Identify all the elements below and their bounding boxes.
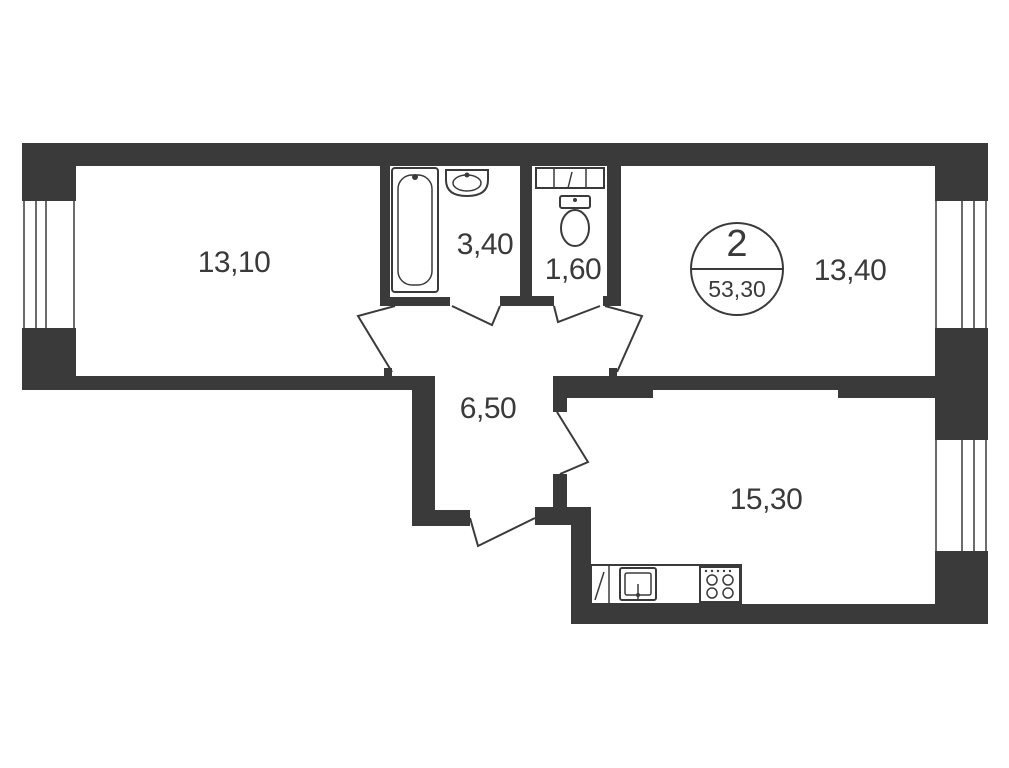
exterior-walls bbox=[22, 143, 988, 624]
door-swings bbox=[356, 305, 644, 548]
window-right-bottom bbox=[935, 440, 987, 551]
window-right-top bbox=[935, 201, 987, 328]
sink-icon bbox=[445, 169, 489, 198]
apartment-badge: 2 53,30 bbox=[690, 222, 784, 316]
kitchen-counter bbox=[590, 564, 742, 605]
bathroom-area: 3,40 bbox=[457, 228, 513, 261]
interior-walls bbox=[380, 166, 935, 514]
bathtub-icon bbox=[391, 167, 439, 293]
total-area: 53,30 bbox=[708, 276, 766, 302]
stove-icon bbox=[704, 569, 734, 599]
toilet-icon bbox=[559, 195, 591, 247]
room-right-top-area: 13,40 bbox=[814, 254, 887, 287]
room-count: 2 bbox=[726, 223, 747, 265]
toilet-area: 1,60 bbox=[545, 253, 601, 286]
kitchen-sink-icon bbox=[619, 567, 657, 601]
window-left bbox=[23, 201, 75, 328]
hallway-area: 6,50 bbox=[460, 392, 516, 425]
room-left-area: 13,10 bbox=[198, 246, 271, 279]
toilet-shelf-icon bbox=[535, 167, 605, 189]
kitchen-area: 15,30 bbox=[730, 483, 803, 516]
